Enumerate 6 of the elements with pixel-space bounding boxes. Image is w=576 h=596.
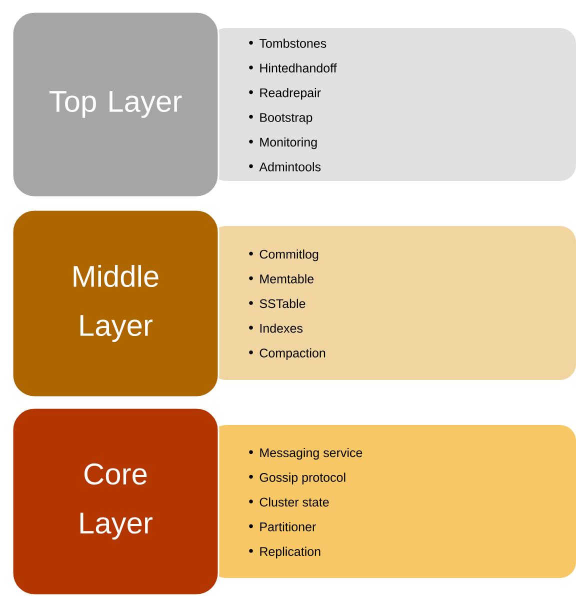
list-panel: Tombstones Hintedhandoff Readrepair Bootstrap Monitoring Admintools: [210, 28, 576, 181]
list-panel: Messaging service Gossip protocol Cluster state Partitioner Replication: [210, 425, 576, 578]
layer-box: Top Layer: [12, 11, 220, 198]
layer-box: Core Layer: [12, 407, 220, 596]
layer-box: Middle Layer: [12, 209, 220, 398]
list-panel: Commitlog Memtable SSTable Indexes Compaction: [210, 226, 576, 380]
